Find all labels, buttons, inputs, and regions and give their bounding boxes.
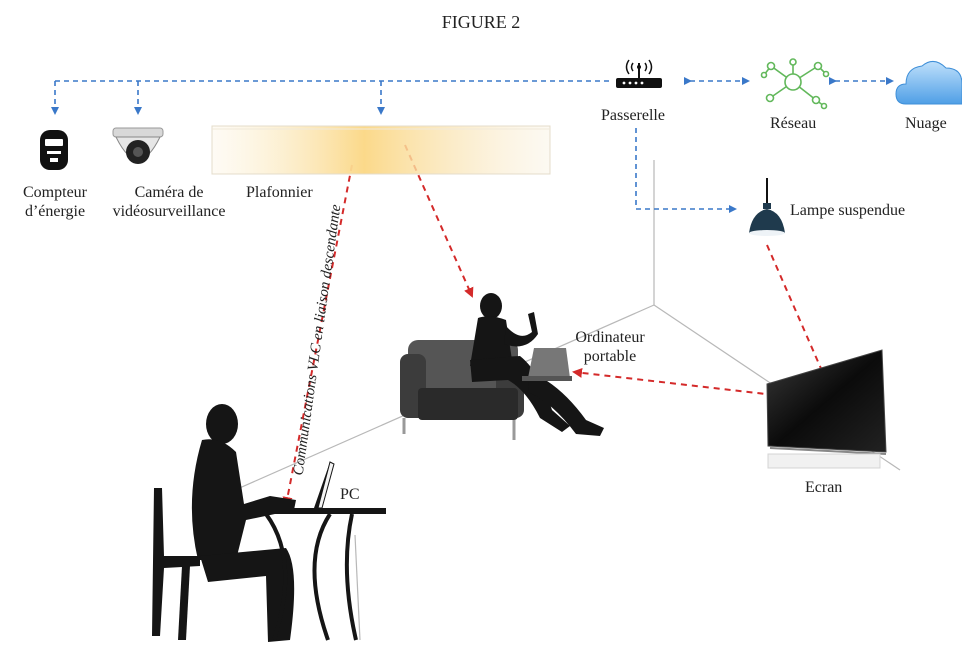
energy-meter-label-line2: d’énergie [24,203,86,220]
network-icon [760,58,830,110]
screen-label: Ecran [805,479,843,496]
ceiling-light-label: Plafonnier [246,184,313,201]
gateway-label: Passerelle [601,107,665,124]
vlc-ceiling-pc [282,164,353,507]
ceiling-light-panel [211,125,551,175]
cloud-label: Nuage [905,115,947,132]
vlc-lamp-screen [766,244,828,382]
camera-label: Caméra de vidéosurveillance [98,183,240,221]
vlc-screen-laptop [572,367,819,401]
laptop-label-line2: portable [583,348,637,365]
energy-meter-label: Compteur d’énergie [5,183,105,221]
laptop-icon [522,348,572,381]
seated-man-silhouette [470,293,604,436]
cloud-icon [895,61,962,105]
network-label: Réseau [770,115,817,132]
pc-label: PC [340,486,360,503]
network-links [51,77,894,213]
tv-screen-icon [766,349,887,469]
pc-laptop-icon [314,461,335,509]
vlc-links [282,144,828,507]
figure-title: FIGURE 2 [441,12,521,32]
camera-label-line1: Caméra de [134,184,204,201]
gateway-router-icon [616,59,662,88]
pendant-lamp-label: Lampe suspendue [790,202,906,219]
surveillance-camera-icon [112,127,164,164]
desk [236,508,386,641]
pendant-lamp-icon [749,178,785,236]
energy-meter-label-line1: Compteur [23,184,87,201]
energy-meter-icon [40,130,68,170]
laptop-label: Ordinateur portable [568,328,652,366]
camera-label-line2: vidéosurveillance [112,203,226,220]
desk-worker-silhouette [152,404,296,642]
laptop-label-line1: Ordinateur [575,329,645,346]
